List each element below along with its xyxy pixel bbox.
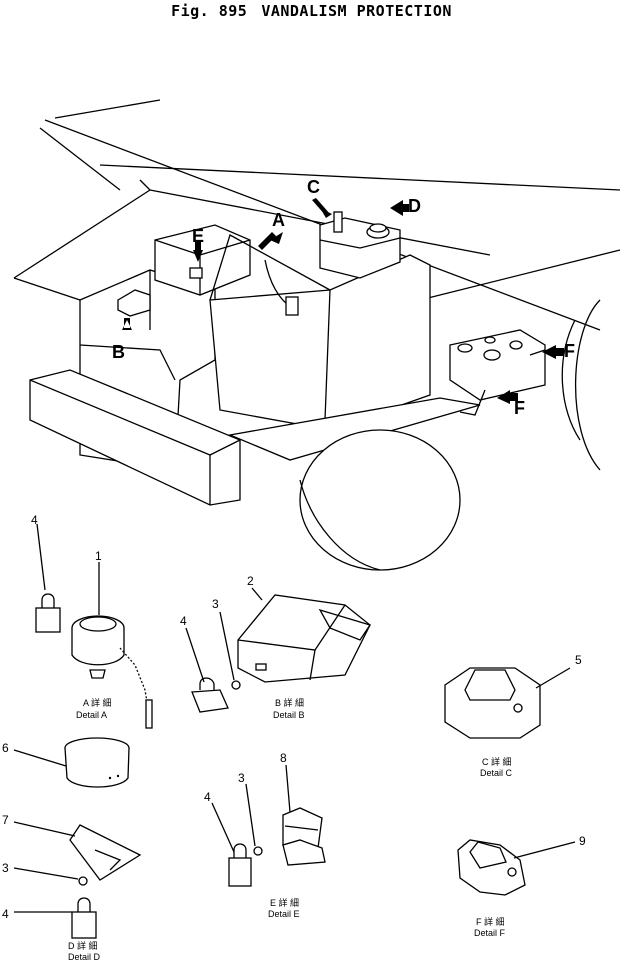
detail-c-jp: C 詳 細 — [482, 756, 512, 767]
detail-d-plate — [69, 824, 142, 881]
part-number-1: 1 — [95, 549, 102, 563]
callout-label-f-lower: F — [514, 398, 525, 418]
detail-e-jp: E 詳 細 — [270, 897, 299, 908]
detail-d-band — [64, 737, 130, 788]
part-number-3-b: 3 — [212, 597, 219, 611]
figure-title: Fig. 895 VANDALISM PROTECTION — [0, 2, 623, 20]
figure-caption: VANDALISM PROTECTION — [261, 2, 452, 20]
callout-label-e: E — [192, 226, 204, 246]
callout-arrows — [122, 198, 564, 404]
part-number-7: 7 — [2, 813, 9, 827]
detail-f-label: Detail F — [474, 928, 506, 938]
detail-d-jp: D 詳 細 — [68, 940, 98, 951]
detail-b-cover — [237, 594, 372, 683]
detail-c-cover — [444, 667, 541, 739]
detail-a-jp: A 詳 細 — [83, 697, 112, 708]
part-number-4-e: 4 — [204, 790, 211, 804]
padlock-icon — [228, 843, 252, 887]
detail-a-label: Detail A — [76, 710, 107, 720]
part-number-5: 5 — [575, 653, 582, 667]
detail-c-label: Detail C — [480, 768, 513, 778]
detail-e-label: Detail E — [268, 909, 300, 919]
detail-f-jp: F 詳 細 — [476, 916, 505, 927]
part-number-3-d: 3 — [2, 861, 9, 875]
part-number-9: 9 — [579, 834, 586, 848]
part-number-8: 8 — [280, 751, 287, 765]
part-number-2: 2 — [247, 574, 254, 588]
detail-d-label: Detail D — [68, 952, 101, 961]
detail-f-cap — [457, 839, 526, 896]
machine-illustration — [13, 99, 621, 571]
callout-label-d: D — [408, 196, 421, 216]
part-number-4-a: 4 — [31, 513, 38, 527]
callout-label-a: A — [272, 210, 285, 230]
part-number-6: 6 — [2, 741, 9, 755]
part-number-4-b: 4 — [180, 614, 187, 628]
padlock-icon — [71, 897, 97, 939]
detail-a-cap-with-chain — [71, 615, 153, 729]
part-number-3-e: 3 — [238, 771, 245, 785]
callout-label-c: C — [307, 177, 320, 197]
part-number-4-d: 4 — [2, 907, 9, 921]
callout-label-f-upper: F — [564, 341, 575, 361]
padlock-icon — [35, 593, 61, 633]
detail-e-bracket — [282, 807, 326, 866]
padlock-icon — [191, 677, 229, 713]
detail-b-label: Detail B — [273, 710, 305, 720]
figure-number: Fig. 895 — [171, 2, 248, 20]
callout-label-b: B — [112, 342, 125, 362]
detail-b-jp: B 詳 細 — [275, 697, 304, 708]
